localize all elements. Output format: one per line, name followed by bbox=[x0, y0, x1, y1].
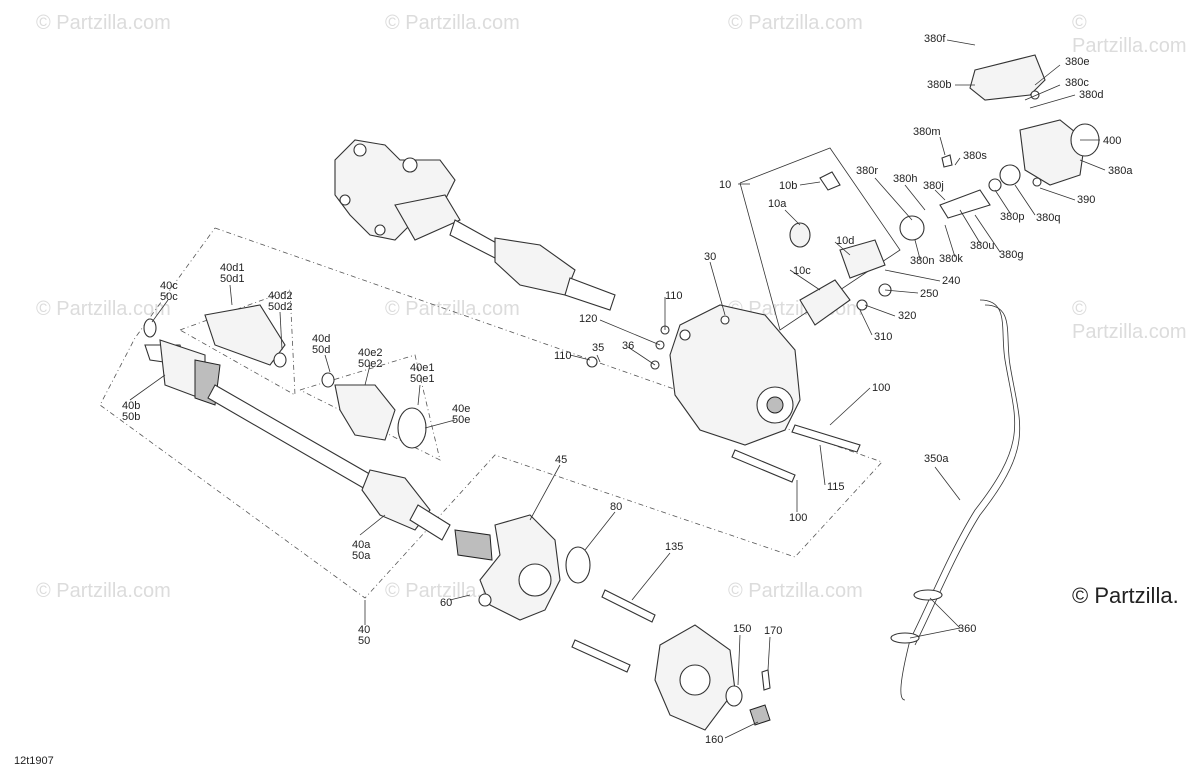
callout-350a: 350a bbox=[924, 453, 949, 465]
callout-50d: 50d bbox=[312, 344, 330, 356]
callout-380f: 380f bbox=[924, 33, 946, 45]
bolt-135 bbox=[601, 589, 656, 623]
callout-35: 35 bbox=[592, 342, 604, 354]
watermark: © Partzilla.com bbox=[385, 298, 520, 320]
cv-boot-inner bbox=[321, 372, 427, 449]
callout-10d: 10d bbox=[836, 235, 854, 247]
callout-250: 250 bbox=[920, 288, 938, 300]
callout-40b: 40b bbox=[122, 400, 140, 412]
callout-400: 400 bbox=[1103, 135, 1121, 147]
watermark: © Partzilla.com bbox=[1072, 12, 1187, 57]
callout-320: 320 bbox=[898, 310, 916, 322]
callout-380a: 380a bbox=[1108, 165, 1133, 177]
callout-380p: 380p bbox=[1000, 211, 1024, 223]
callout-380m: 380m bbox=[913, 126, 941, 138]
callout-380e: 380e bbox=[1065, 56, 1089, 68]
callout-380j: 380j bbox=[923, 180, 944, 192]
wheel-hub bbox=[654, 624, 736, 731]
callout-60: 60 bbox=[440, 597, 452, 609]
bolt-lower bbox=[571, 639, 631, 673]
callout-50d1: 50d1 bbox=[220, 273, 244, 285]
callout-120: 120 bbox=[579, 313, 597, 325]
callout-380g: 380g bbox=[999, 249, 1023, 261]
callout-160: 160 bbox=[705, 734, 723, 746]
callout-390: 390 bbox=[1077, 194, 1095, 206]
callout-50a: 50a bbox=[352, 550, 371, 562]
callout-45: 45 bbox=[555, 454, 567, 466]
callout-40e: 40e bbox=[452, 403, 470, 415]
callout-115: 115 bbox=[827, 481, 845, 493]
watermark: © Partzilla.com bbox=[728, 580, 863, 602]
callout-36: 36 bbox=[622, 340, 634, 352]
callout-50e2: 50e2 bbox=[358, 358, 382, 370]
callout-380s: 380s bbox=[963, 150, 987, 162]
callout-380k: 380k bbox=[939, 253, 963, 265]
callout-380q: 380q bbox=[1036, 212, 1060, 224]
callout-50c: 50c bbox=[160, 291, 178, 303]
callout-40a: 40a bbox=[352, 539, 371, 551]
differential-housing bbox=[586, 304, 861, 483]
callout-50d2: 50d2 bbox=[268, 301, 292, 313]
callout-310: 310 bbox=[874, 331, 892, 343]
callout-40e2: 40e2 bbox=[358, 347, 382, 359]
upper-knuckle bbox=[334, 139, 456, 241]
washer-nut bbox=[725, 669, 771, 726]
callout-135: 135 bbox=[665, 541, 683, 553]
cv-boot-outer bbox=[143, 304, 287, 368]
callout-10: 10 bbox=[719, 179, 731, 191]
leader-lines bbox=[129, 39, 1106, 739]
callout-50e1: 50e1 bbox=[410, 373, 434, 385]
callout-170: 170 bbox=[764, 625, 782, 637]
vent-hose bbox=[890, 299, 1021, 701]
callout-40e1: 40e1 bbox=[410, 362, 434, 374]
watermark: © Partzilla.com bbox=[728, 12, 863, 34]
callout-110: 110 bbox=[665, 290, 683, 302]
watermark: © Partzilla.com bbox=[36, 298, 171, 320]
lower-drive-shaft bbox=[144, 339, 451, 541]
assembly-outline-yoke bbox=[739, 147, 901, 331]
callout-40d: 40d bbox=[312, 333, 330, 345]
callout-380r: 380r bbox=[856, 165, 878, 177]
watermark: © Partzilla.com bbox=[1072, 298, 1187, 343]
callout-10a: 10a bbox=[768, 198, 787, 210]
diagram-code: 12t1907 bbox=[14, 755, 54, 767]
callout-labels: 380f 380e 380b 380c 380d 400 380m 380s 3… bbox=[122, 33, 1133, 746]
callout-40d1: 40d1 bbox=[220, 262, 244, 274]
callout-380d: 380d bbox=[1079, 89, 1103, 101]
watermark: © Partzilla.com bbox=[36, 580, 171, 602]
callout-110-bolt: 110 bbox=[554, 350, 572, 362]
callout-50b: 50b bbox=[122, 411, 140, 423]
assembly-outline-cv-boot-inner bbox=[299, 354, 441, 461]
callout-40d2: 40d2 bbox=[268, 290, 292, 302]
callout-10b: 10b bbox=[779, 180, 797, 192]
steering-knuckle bbox=[454, 514, 561, 621]
assembly-outline-cv-boot bbox=[179, 289, 296, 396]
callout-240: 240 bbox=[942, 275, 960, 287]
callout-100-bolt: 100 bbox=[789, 512, 807, 524]
universal-joint bbox=[789, 171, 892, 326]
callout-380h: 380h bbox=[893, 173, 917, 185]
callout-30: 30 bbox=[704, 251, 716, 263]
callout-40c: 40c bbox=[160, 280, 178, 292]
callout-360: 360 bbox=[958, 623, 976, 635]
callout-380b: 380b bbox=[927, 79, 951, 91]
circlip bbox=[565, 546, 591, 584]
callout-380u: 380u bbox=[970, 240, 994, 252]
callout-380n: 380n bbox=[910, 255, 934, 267]
upper-drive-shaft bbox=[394, 194, 616, 311]
callout-50e: 50e bbox=[452, 414, 470, 426]
watermark: © Partzilla.com bbox=[385, 12, 520, 34]
callout-50: 50 bbox=[358, 635, 370, 647]
callout-10c: 10c bbox=[793, 265, 811, 277]
callout-40: 40 bbox=[358, 624, 370, 636]
callout-80: 80 bbox=[610, 501, 622, 513]
callout-100: 100 bbox=[872, 382, 890, 394]
callout-150: 150 bbox=[733, 623, 751, 635]
copyright-mark: © Partzilla. bbox=[1072, 583, 1179, 608]
watermark: © Partzilla.com bbox=[36, 12, 171, 34]
callout-380c: 380c bbox=[1065, 77, 1089, 89]
